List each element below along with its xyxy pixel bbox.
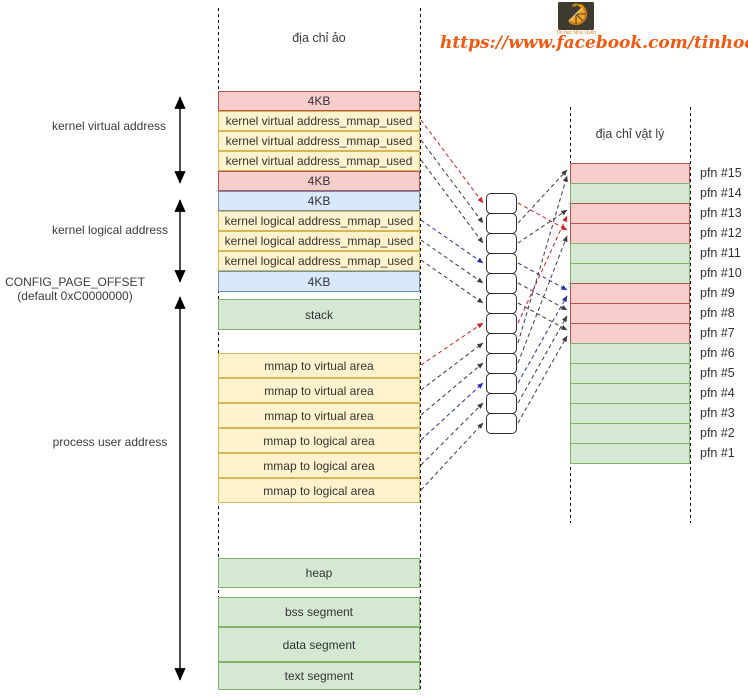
vbox-mmap-logical-area: mmap to logical area: [218, 428, 420, 453]
page-table-slot: [486, 353, 517, 374]
vbox-kernel-virtual-mmap: kernel virtual address_mmap_used: [218, 131, 420, 151]
page-table-slot: [486, 333, 517, 354]
page-table-slot: [486, 213, 517, 234]
page-table-slot: [486, 233, 517, 254]
pfn-frame: [570, 363, 690, 384]
page-table-slot: [486, 373, 517, 394]
pfn-label: pfn #6: [700, 346, 735, 360]
physical-column-title: địa chỉ vật lý: [595, 127, 665, 141]
vbox-mmap-logical-area: mmap to logical area: [218, 478, 420, 503]
vbox-kernel-logical-mmap: kernel logical address_mmap_used: [218, 231, 420, 251]
virtual-to-pagetable-wires: [420, 119, 484, 491]
pfn-frame: [570, 263, 690, 284]
pfn-label: pfn #12: [700, 226, 742, 240]
kernel-virtual-address-label: kernel virtual address: [51, 119, 167, 133]
logo-caption: Tin học Như Uyên: [555, 30, 597, 36]
page-table-slot: [486, 393, 517, 414]
pfn-label: pfn #4: [700, 386, 735, 400]
page-table-slot: [486, 313, 517, 334]
pfn-frame: [570, 303, 690, 324]
vbox-4kb-guard: 4KB: [218, 271, 420, 292]
pfn-frame: [570, 423, 690, 444]
pfn-frame: [570, 443, 690, 464]
process-user-address-label: process user address: [52, 435, 168, 449]
vbox-mmap-virtual-area: mmap to virtual area: [218, 378, 420, 403]
vbox-4kb-guard: 4KB: [218, 171, 420, 191]
pfn-frame: [570, 343, 690, 364]
pfn-frame: [570, 283, 690, 304]
orange-slice-logo: [558, 2, 594, 30]
vbox-kernel-logical-mmap: kernel logical address_mmap_used: [218, 251, 420, 271]
pfn-label: pfn #8: [700, 306, 735, 320]
pfn-frame: [570, 163, 690, 184]
page-table-slot: [486, 293, 517, 314]
pfn-label: pfn #7: [700, 326, 735, 340]
vbox-kernel-virtual-mmap: kernel virtual address_mmap_used: [218, 151, 420, 171]
pfn-frame: [570, 403, 690, 424]
pfn-label: pfn #3: [700, 406, 735, 420]
vbox-text-segment: text segment: [218, 662, 420, 690]
facebook-url-link[interactable]: https://www.facebook.com/tinhocnhauyen/: [440, 33, 748, 53]
page-table-slot: [486, 273, 517, 294]
page-table-slot: [486, 193, 517, 214]
pfn-frame: [570, 383, 690, 404]
vbox-4kb-guard: 4KB: [218, 91, 420, 111]
vbox-bss-segment: bss segment: [218, 597, 420, 627]
vbox-4kb-guard: 4KB: [218, 191, 420, 211]
pfn-label: pfn #13: [700, 206, 742, 220]
pfn-label: pfn #10: [700, 266, 742, 280]
virtual-column-title: địa chỉ ảo: [292, 31, 346, 45]
config-page-offset-label: CONFIG_PAGE_OFFSET: [5, 275, 145, 289]
pfn-label: pfn #11: [700, 246, 741, 260]
pfn-frame: [570, 203, 690, 224]
pfn-frame: [570, 183, 690, 204]
pfn-label: pfn #15: [700, 166, 742, 180]
pfn-label: pfn #1: [700, 446, 735, 460]
pfn-frame: [570, 323, 690, 344]
vbox-mmap-virtual-area: mmap to virtual area: [218, 403, 420, 428]
vbox-mmap-logical-area: mmap to logical area: [218, 453, 420, 478]
pfn-label: pfn #2: [700, 426, 735, 440]
pfn-frame: [570, 243, 690, 264]
pfn-frame: [570, 223, 690, 244]
pfn-label: pfn #9: [700, 286, 735, 300]
pfn-label: pfn #5: [700, 366, 735, 380]
vbox-kernel-virtual-mmap: kernel virtual address_mmap_used: [218, 111, 420, 131]
page-table-slot: [486, 413, 517, 434]
vbox-heap: heap: [218, 558, 420, 588]
vbox-data-segment: data segment: [218, 627, 420, 662]
vbox-kernel-logical-mmap: kernel logical address_mmap_used: [218, 211, 420, 231]
pagetable-to-physical-wires: [517, 169, 568, 424]
config-page-offset-default-label: (default 0xC0000000): [17, 289, 133, 303]
kernel-logical-address-label: kernel logical address: [51, 223, 169, 237]
vbox-mmap-virtual-area: mmap to virtual area: [218, 353, 420, 378]
pfn-label: pfn #14: [700, 186, 742, 200]
page-table-slot: [486, 253, 517, 274]
vbox-stack: stack: [218, 299, 420, 330]
